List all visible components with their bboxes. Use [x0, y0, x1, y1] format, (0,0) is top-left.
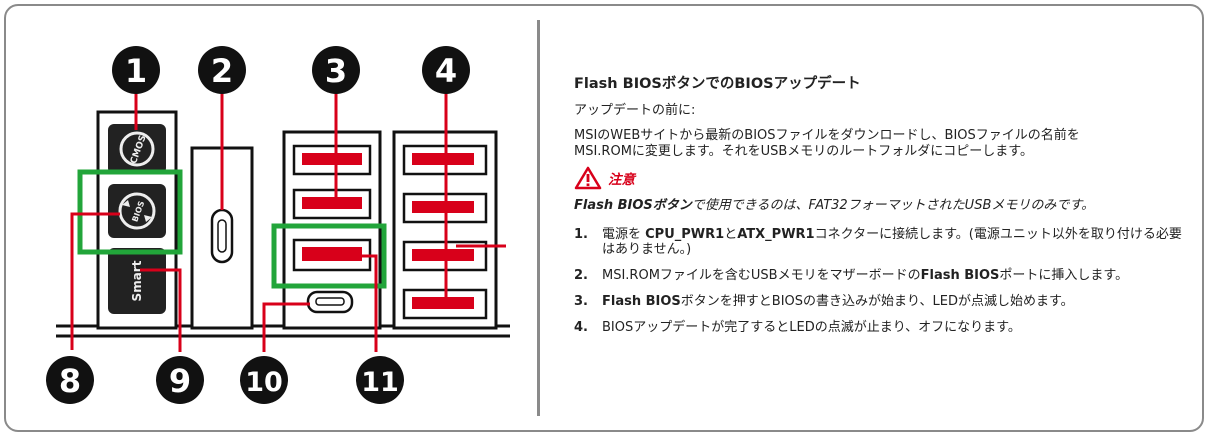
step-text: 電源を CPU_PWR1とATX_PWR1コネクターに接続します。(電源ユニット…: [602, 227, 1184, 257]
svg-text:2: 2: [211, 52, 233, 90]
step-text-part: MSI.ROMファイルを含むUSBメモリをマザーボードの: [602, 268, 921, 283]
smart-button: Smart: [108, 248, 166, 314]
step-text: MSI.ROMファイルを含むUSBメモリをマザーボードのFlash BIOSポー…: [602, 268, 1184, 283]
step-number: 3.: [574, 294, 588, 309]
before-update-heading: アップデートの前に:: [574, 103, 696, 118]
callout-1: 1: [112, 46, 160, 94]
step-text-part: Flash BIOS: [920, 268, 1000, 283]
download-line-1: MSIのWEBサイトから最新のBIOSファイルをダウンロードし、BIOSファイル…: [574, 128, 1080, 143]
svg-text:1: 1: [125, 52, 147, 90]
download-line-2: MSI.ROMに変更します。それをUSBメモリのルートフォルダにコピーします。: [574, 144, 1034, 159]
callout-4: 4: [422, 46, 470, 94]
caution-label: 注意: [608, 172, 635, 188]
leader-lines: [70, 90, 506, 352]
update-steps: 1. 電源を CPU_PWR1とATX_PWR1コネクターに接続します。(電源ユニ…: [574, 227, 1184, 335]
step-text: BIOSアップデートが完了するとLEDの点滅が止まり、オフになります。: [602, 320, 1184, 335]
caution-note-text: で使用できるのは、FAT32フォーマットされたUSBメモリのみです。: [691, 198, 1095, 213]
caution-heading: 注意: [574, 166, 1184, 190]
step-text-part: BIOSアップデートが完了するとLEDの点滅が止まり、オフになります。: [602, 320, 1021, 335]
step-text-part: ATX_PWR1: [737, 227, 815, 242]
step-number: 4.: [574, 320, 588, 335]
step-number: 2.: [574, 268, 588, 283]
flash-bios-port-highlight: [271, 223, 387, 289]
smart-label: Smart: [130, 260, 144, 301]
clear-cmos-button: CMOS: [108, 124, 166, 174]
step-2: 2. MSI.ROMファイルを含むUSBメモリをマザーボードのFlash BIOS…: [574, 268, 1184, 283]
svg-text:10: 10: [245, 367, 283, 398]
flash-bios-button: BIOS: [108, 184, 166, 238]
step-text-part: ポートに挿入します。: [999, 268, 1129, 283]
svg-text:8: 8: [59, 362, 81, 400]
step-1: 1. 電源を CPU_PWR1とATX_PWR1コネクターに接続します。(電源ユニ…: [574, 227, 1184, 257]
callout-8: 8: [46, 356, 94, 404]
svg-text:9: 9: [169, 362, 191, 400]
caution-note-bold: Flash BIOSボタン: [574, 198, 692, 213]
callout-3: 3: [312, 46, 360, 94]
step-text-part: コネクターに接続します。(電源ユニット以外を取り付ける必要はありません。): [602, 227, 1182, 257]
caution-note: Flash BIOSボタンで使用できるのは、FAT32フォーマットされたUSBメ…: [574, 194, 1184, 213]
flash-bios-usb-port: [306, 290, 354, 314]
warning-icon: [574, 166, 602, 190]
step-text-part: と: [724, 227, 738, 242]
usb-c-port: [210, 208, 234, 264]
step-4: 4. BIOSアップデートが完了するとLEDの点滅が止まり、オフになります。: [574, 320, 1184, 335]
usb-block-left-ports: [292, 144, 372, 272]
svg-text:11: 11: [361, 367, 399, 398]
callout-10: 10: [240, 356, 288, 404]
flash-bios-button-highlight: [77, 169, 183, 255]
step-text: Flash BIOSボタンを押すとBIOSの書き込みが始まり、LEDが点滅し始め…: [602, 294, 1184, 309]
step-text-part: CPU_PWR1: [645, 227, 725, 242]
rear-io-diagram: CMOS BIOS Smart: [46, 46, 510, 404]
step-text-part: ボタンを押すとBIOSの書き込みが始まり、LEDが点滅し始めます。: [680, 294, 1074, 309]
instructions-column: Flash BIOSボタンでのBIOSアップデート アップデートの前に: MSI…: [574, 72, 1184, 346]
step-text-part: 電源を: [602, 227, 646, 242]
download-instructions: MSIのWEBサイトから最新のBIOSファイルをダウンロードし、BIOSファイル…: [574, 128, 1184, 160]
step-number: 1.: [574, 227, 588, 242]
svg-text:3: 3: [325, 52, 347, 90]
callout-9: 9: [156, 356, 204, 404]
callout-11: 11: [356, 356, 404, 404]
step-text-part: Flash BIOS: [602, 294, 681, 309]
section-title: Flash BIOSボタンでのBIOSアップデート: [574, 76, 861, 92]
callout-2: 2: [198, 46, 246, 94]
column-divider: [537, 20, 540, 416]
svg-text:4: 4: [435, 52, 457, 90]
step-3: 3. Flash BIOSボタンを押すとBIOSの書き込みが始まり、LEDが点滅し…: [574, 294, 1184, 309]
